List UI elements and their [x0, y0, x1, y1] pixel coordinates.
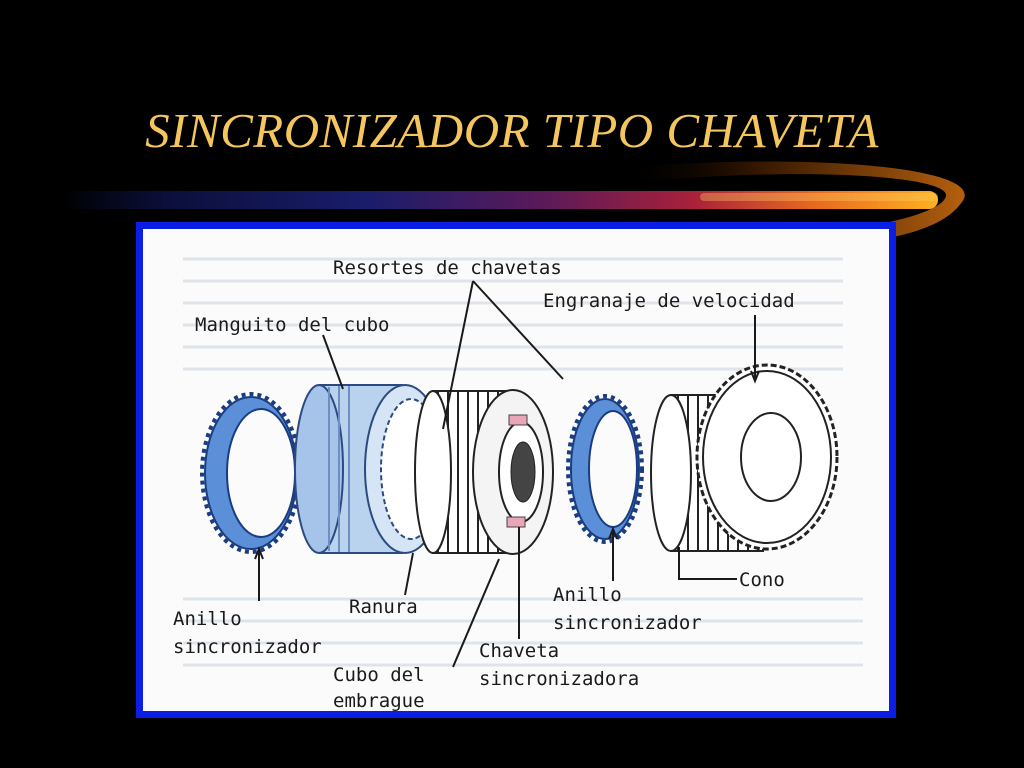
label-sincronizador-right: sincronizador [553, 612, 702, 634]
label-resortes-de-chavetas: Resortes de chavetas [333, 257, 562, 279]
label-anillo-left: Anillo [173, 608, 242, 630]
label-sincronizador-left: sincronizador [173, 636, 322, 658]
right-synchronizer-ring [566, 394, 644, 544]
left-synchronizer-ring [200, 392, 302, 554]
decorative-swoosh [60, 161, 965, 240]
speed-gear [650, 363, 839, 552]
label-sincronizadora: sincronizadora [479, 668, 639, 690]
label-anillo-right: Anillo [553, 584, 622, 606]
diagram-frame: Resortes de chavetas Engranaje de veloci… [136, 222, 896, 718]
synchronizer-diagram: Resortes de chavetas Engranaje de veloci… [173, 257, 863, 711]
label-cono: Cono [739, 569, 785, 591]
leader-lines [254, 280, 760, 668]
clutch-hub [414, 389, 554, 555]
label-manguito-del-cubo: Manguito del cubo [195, 314, 389, 336]
slide-title: SINCRONIZADOR TIPO CHAVETA [145, 103, 879, 158]
label-engranaje-de-velocidad: Engranaje de velocidad [543, 290, 795, 312]
faint-background-text [183, 257, 863, 667]
label-ranura: Ranura [349, 596, 418, 618]
label-cubo-del: Cubo del [333, 664, 425, 686]
label-embrague: embrague [333, 690, 425, 711]
label-chaveta: Chaveta [479, 640, 559, 662]
